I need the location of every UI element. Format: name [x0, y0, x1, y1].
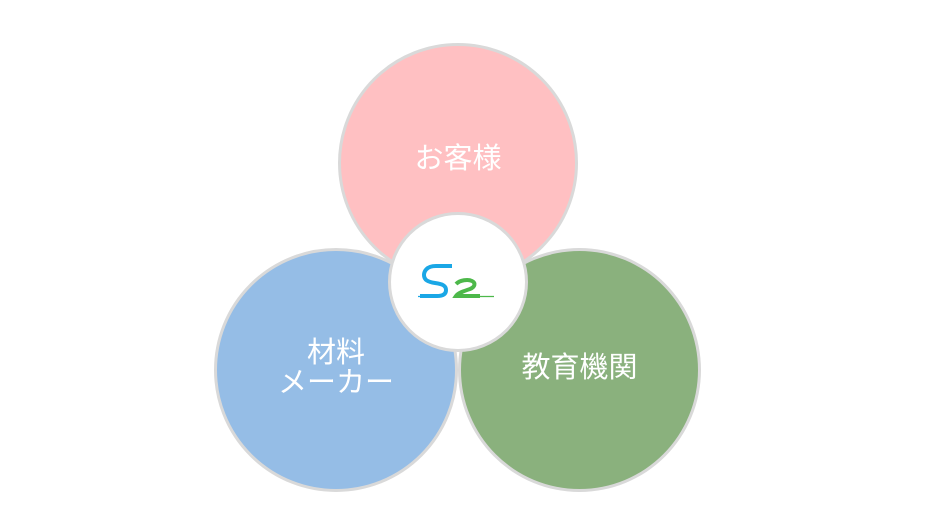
s2-logo-icon	[418, 264, 494, 298]
circle-material-maker: 材料 メーカー	[214, 248, 458, 492]
circle-label-maker-line2: メーカー	[277, 365, 394, 399]
circle-label-edu: 教育機関	[521, 350, 638, 384]
circle-label-customer: お客様	[414, 141, 502, 175]
center-logo-circle	[388, 212, 528, 352]
circle-label-maker-line1: 材料	[306, 335, 365, 369]
